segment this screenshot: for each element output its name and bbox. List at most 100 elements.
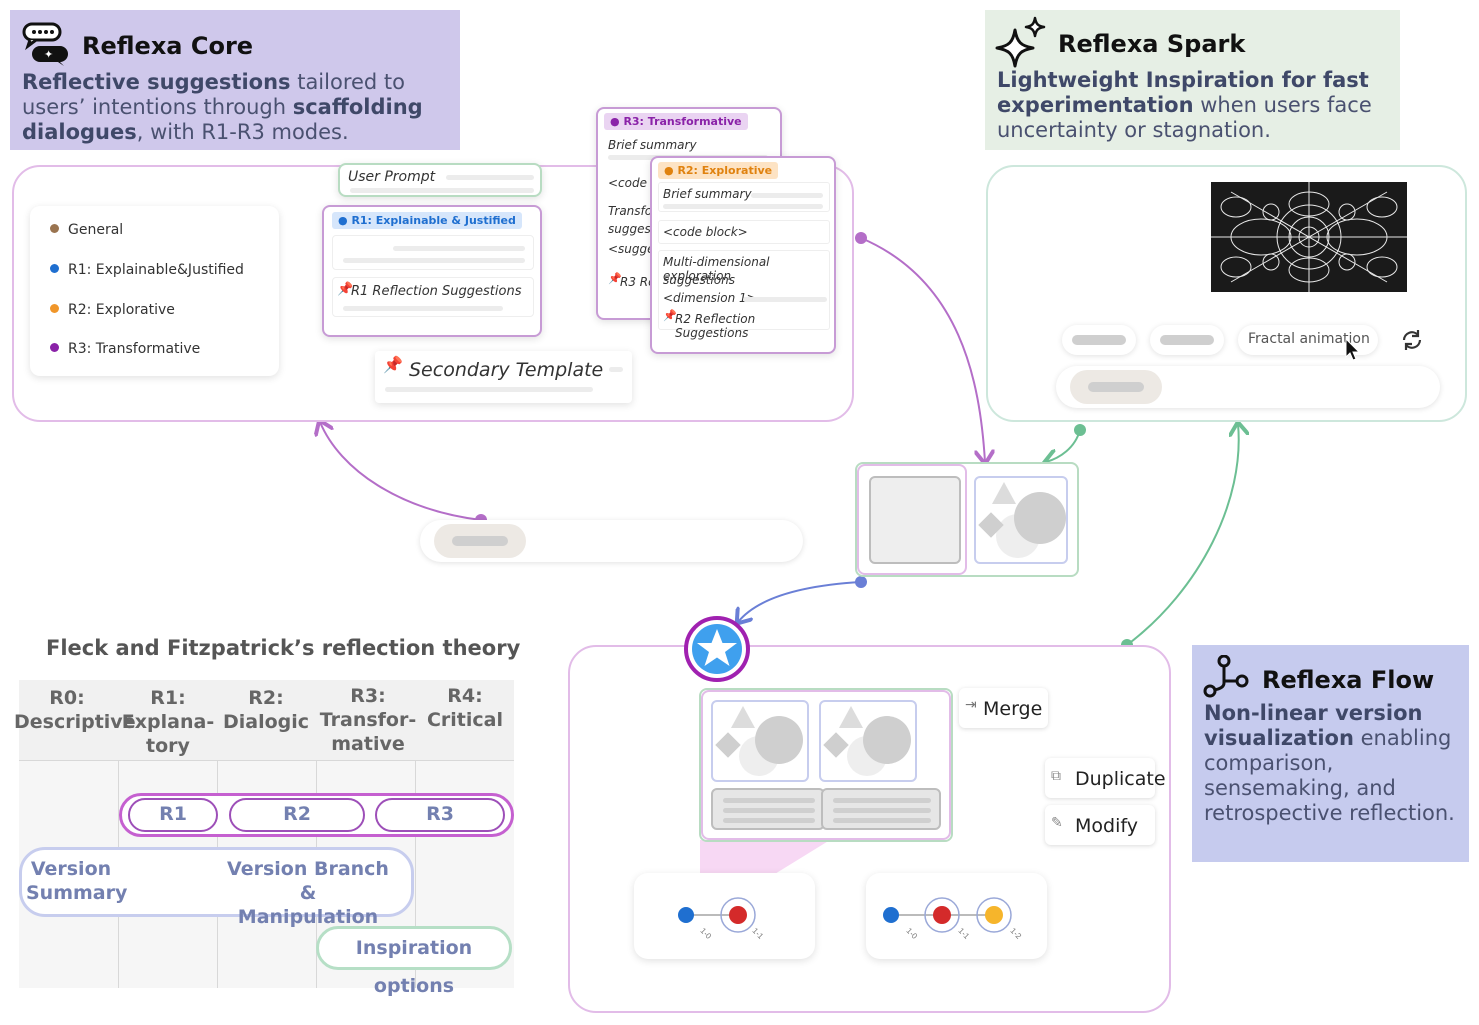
fractal-animation-label: Fractal animation [1248, 331, 1370, 347]
refresh-icon[interactable] [1400, 328, 1424, 357]
duplicate-button[interactable]: ⧉ Duplicate [1045, 758, 1166, 798]
merge-label: Merge [983, 698, 1043, 720]
mode-r3: R3 [375, 798, 505, 832]
core-description: Reflective suggestions tailored to users… [22, 70, 423, 144]
legend-item-general: General [50, 222, 123, 238]
core-input-bar[interactable] [420, 520, 803, 562]
flow-header-panel: Reflexa Flow Non-linear version visualiz… [1192, 645, 1469, 862]
legend-dot [50, 343, 59, 352]
duplicate-label: Duplicate [1075, 768, 1166, 790]
merge-button[interactable]: ⇥ Merge [959, 688, 1048, 728]
branch-icon [1202, 654, 1250, 704]
legend-item-r1: R1: Explainable&Justified [50, 262, 244, 278]
fractal-image [1211, 182, 1407, 292]
theory-col-r1: R1:Explana-tory [121, 687, 215, 757]
r1-card[interactable]: ● R1: Explainable & Justified 📌 R1 Refle… [322, 205, 542, 337]
connector-flow-to-spark [1126, 424, 1239, 646]
duplicate-icon: ⧉ [1051, 768, 1061, 784]
modify-label: Modify [1075, 815, 1138, 837]
pin-icon: 📌 [608, 273, 622, 285]
spark-header-panel: Reflexa Spark Lightweight Inspiration fo… [985, 10, 1400, 150]
r2-code-field: <code block> [658, 220, 830, 244]
spark-input-bar[interactable] [1056, 366, 1440, 408]
version-thumbnail-shapes[interactable] [974, 476, 1068, 564]
r3-transfo-label: Transfo [608, 204, 653, 218]
theory-col-r3: R3:Transfor-mative [319, 685, 417, 755]
spark-description: Lightweight Inspiration for fast experim… [997, 68, 1372, 142]
version-thumbnail-empty[interactable] [869, 476, 961, 564]
version-node-1-2 [985, 906, 1003, 924]
r1-empty-field [332, 235, 534, 270]
version-node-1-0 [678, 907, 694, 923]
r2-card[interactable]: ● R2: Explorative Brief summary <code bl… [650, 156, 836, 354]
compare-text-a [711, 788, 825, 830]
modify-button[interactable]: ✎ Modify [1045, 805, 1155, 845]
flow-title: Reflexa Flow [1262, 666, 1435, 694]
theory-title: Fleck and Fitzpatrick’s reflection theor… [46, 636, 521, 660]
compare-thumbnail-a[interactable] [711, 700, 809, 782]
r1-tag: ● R1: Explainable & Justified [332, 212, 522, 229]
compare-text-b [821, 788, 941, 830]
compare-thumbnail-b[interactable] [819, 700, 917, 782]
r2-brief-field: Brief summary [658, 182, 830, 212]
star-node-icon[interactable] [684, 616, 750, 682]
placeholder-bar [452, 536, 508, 546]
mode-r1: R1 [128, 798, 218, 832]
legend-dot [50, 264, 59, 273]
secondary-template-card[interactable]: 📌 Secondary Template [375, 351, 632, 403]
r3-code-label: <code b [608, 176, 659, 190]
r2-multi-field: Multi-dimensional exploration suggestion… [658, 250, 830, 340]
svg-text:✦: ✦ [44, 48, 53, 61]
r3-re-label: R3 Re [620, 275, 656, 289]
connector-core-to-grid [860, 237, 985, 462]
flow-description: Non-linear version visualization enablin… [1204, 701, 1455, 825]
placeholder-line [350, 188, 534, 193]
version-summary-group [19, 847, 414, 917]
compare-panel [699, 688, 953, 842]
modify-icon: ✎ [1051, 815, 1063, 831]
chat-bubbles-icon: ✦ [22, 22, 72, 71]
core-title: Reflexa Core [82, 32, 254, 60]
mode-legend: General R1: Explainable&Justified R2: Ex… [30, 206, 279, 376]
r3-suggest-label: suggest [608, 222, 656, 236]
connector-input-to-core [320, 422, 482, 521]
merge-icon: ⇥ [965, 697, 977, 713]
theory-col-r0: R0:Descriptive [14, 687, 136, 733]
theory-col-r2: R2:Dialogic [222, 687, 310, 733]
legend-item-r3: R3: Transformative [50, 341, 200, 357]
pin-icon: 📌 [663, 310, 677, 322]
version-node-1-0 [883, 907, 899, 923]
legend-dot [50, 304, 59, 313]
core-header-panel: ✦ Reflexa Core Reflective suggestions ta… [10, 10, 460, 150]
pin-icon: 📌 [383, 357, 403, 374]
spark-title: Reflexa Spark [1058, 30, 1246, 58]
cursor-icon [1345, 337, 1361, 367]
version-tree-a[interactable]: 1-0 1-1 [634, 873, 815, 959]
mode-r2: R2 [229, 798, 365, 832]
version-node-1-1 [933, 906, 951, 924]
r2-tag: ● R2: Explorative [658, 162, 779, 179]
spark-chip-2[interactable] [1150, 325, 1224, 355]
version-node-1-1 [729, 906, 747, 924]
r3-sugge-label: <sugge [608, 242, 655, 256]
legend-dot [50, 224, 59, 233]
connector-grid-to-star [738, 581, 862, 622]
version-tree-b[interactable]: 1-0 1-1 1-2 [866, 873, 1047, 959]
inspiration-options: Inspiration options [316, 926, 512, 997]
version-branch-label: Version Branch &Manipulation [227, 858, 389, 928]
version-grid-card [855, 462, 1079, 577]
r1-suggestions-label: R1 Reflection Suggestions [351, 284, 522, 299]
r1-suggestions-field: 📌 R1 Reflection Suggestions [332, 277, 534, 317]
r3-tag: ● R3: Transformative [604, 113, 748, 130]
legend-item-r2: R2: Explorative [50, 302, 175, 318]
secondary-template-label: Secondary Template [409, 359, 604, 381]
sparkle-icon [995, 16, 1047, 73]
pin-icon: 📌 [337, 281, 354, 296]
theory-col-r4: R4:Critical [426, 685, 504, 731]
user-prompt-label: User Prompt [348, 169, 436, 185]
user-prompt-card[interactable]: User Prompt [338, 163, 542, 197]
connector-spark-to-grid [1046, 429, 1081, 462]
r3-brief-label: Brief summary [608, 138, 697, 152]
spark-chip-1[interactable] [1062, 325, 1136, 355]
placeholder-line [446, 175, 534, 180]
